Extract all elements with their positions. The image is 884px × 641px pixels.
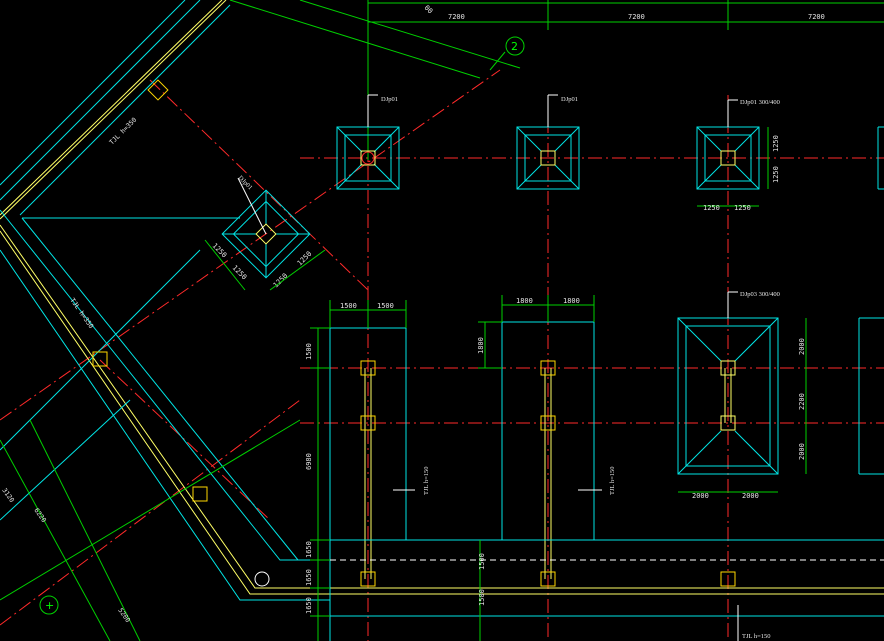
b3-side-top: 2000 [798,338,806,355]
beam-label-1: TJL h=150 [423,466,430,495]
left-dim-4: 1650 [305,569,313,586]
diag-beam-label-1: TJL h=350 [108,116,139,147]
top-span-3: 7200 [808,13,825,21]
left-dim-5: 1650 [305,597,313,614]
b1-top-left: 1500 [340,302,357,310]
f3-side-top: 1250 [772,135,780,152]
diag-dim-a: 6220 [32,507,48,524]
f3-bottom-right: 1250 [734,204,751,212]
diagonal-beam-nodes [92,79,270,587]
b3-bottom-left: 2000 [692,492,709,500]
diag-dim-b: 3120 [0,487,16,504]
footing-2[interactable] [516,94,580,190]
footing-5[interactable] [677,291,807,493]
axis-bubble-cross-text: + [45,599,54,612]
b3-bottom-right: 2000 [742,492,759,500]
axis-bubble-2: 2 [489,36,525,71]
diag-dim-c: 5200 [116,607,132,624]
b2-top-left: 1800 [516,297,533,305]
b3-side-mid: 2200 [798,393,806,410]
footing-3-label: DJp01 300/400 [740,99,780,106]
strip-footing-1[interactable] [329,300,415,587]
b2-side: 1800 [477,337,485,354]
footing-3[interactable] [696,99,769,207]
b3-side-bot: 2000 [798,443,806,460]
left-dim-1: 1500 [305,343,313,360]
left-dim-3: 1650 [305,541,313,558]
f4-dim-b: 1250 [231,264,249,282]
footing-1-label: DJp01 [381,96,398,103]
footing-4[interactable] [221,189,311,279]
footing-edge-right [858,126,884,475]
axis-bubble-cross: + [39,595,59,615]
footing-1[interactable] [336,94,400,190]
beam-label-3: TJL h=150 [742,633,771,640]
lower-dim-b: 1500 [478,589,486,606]
f3-side-bottom: 1250 [772,166,780,183]
left-dim-2: 6980 [305,453,313,470]
b2-top-right: 1800 [563,297,580,305]
diag-beam-label-2: TJL h=350 [68,297,95,331]
top-span-1: 7200 [448,13,465,21]
f3-bottom-left: 1250 [703,204,720,212]
footing-2-label: DJp01 [561,96,578,103]
b1-top-right: 1500 [377,302,394,310]
footing-5-label: DJp03 300/400 [740,291,780,298]
top-left-partial: 00 [423,4,435,16]
top-span-2: 7200 [628,13,645,21]
axis-bubble-2-text: 2 [511,40,518,53]
beam-label-2: TJL h=150 [609,466,616,495]
left-dim-lines [310,327,330,641]
footing-4-label: DJp01 [237,174,254,191]
f4-dim-lines [204,239,326,291]
strip-footing-2[interactable] [478,295,602,587]
top-dimension [229,0,884,160]
grade-beam [329,539,884,641]
axis-lines [0,69,884,641]
lower-dim-a: 1500 [478,553,486,570]
